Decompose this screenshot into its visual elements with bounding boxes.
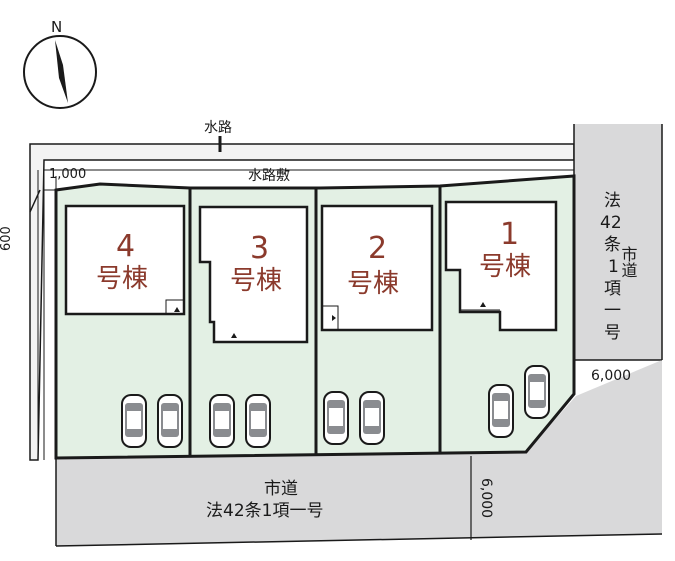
east-road-line2: 42 bbox=[600, 213, 622, 233]
east-road-line5: 項 bbox=[604, 279, 621, 299]
lot-2-suffix: 号棟 bbox=[347, 269, 399, 299]
car-icon bbox=[488, 384, 514, 438]
east-road-line1: 法 bbox=[604, 191, 621, 211]
building-3 bbox=[198, 205, 309, 344]
lot-4-number: 4 bbox=[116, 229, 135, 264]
lot-3-number: 3 bbox=[250, 231, 269, 266]
car-icon bbox=[121, 394, 147, 448]
lot-1-number: 1 bbox=[500, 217, 519, 252]
building-4 bbox=[64, 204, 186, 316]
car-icon bbox=[157, 394, 183, 448]
south-road bbox=[55, 360, 663, 547]
east-road-line4: 1 bbox=[608, 257, 619, 277]
east-road-label: 法 42 条 1 項 一 号 市道 bbox=[600, 191, 638, 343]
lot-2: 2 号棟 bbox=[320, 204, 434, 445]
car-icon bbox=[323, 391, 349, 445]
lot-3: 3 号棟 bbox=[198, 205, 309, 448]
lot-2-number: 2 bbox=[368, 231, 387, 266]
dimension-left-offset: 600 bbox=[0, 226, 14, 251]
lot-4: 4 号棟 bbox=[64, 204, 186, 448]
lot-1: 1 号棟 bbox=[444, 200, 558, 438]
south-road-line2: 法42条1項一号 bbox=[206, 501, 323, 521]
site-lots bbox=[54, 174, 576, 460]
dimension-markers bbox=[29, 176, 662, 540]
north-label: N bbox=[51, 18, 62, 36]
car-icon bbox=[359, 391, 385, 445]
building-1 bbox=[444, 200, 558, 332]
waterway-site-label: 水路敷 bbox=[248, 168, 290, 184]
east-road-line3: 条 bbox=[604, 235, 621, 255]
lot-1-suffix: 号棟 bbox=[479, 252, 531, 282]
lot-4-suffix: 号棟 bbox=[96, 264, 148, 294]
east-road-side-text: 市道 bbox=[619, 246, 638, 278]
north-arrow-icon: N bbox=[23, 18, 97, 109]
east-road-line7: 号 bbox=[604, 323, 621, 343]
east-road-line6: 一 bbox=[604, 301, 621, 321]
dimension-east-road-width: 6,000 bbox=[591, 368, 631, 384]
lot-3-suffix: 号棟 bbox=[230, 266, 282, 296]
car-icon bbox=[209, 394, 235, 448]
dimension-south-road-width: 6,000 bbox=[478, 478, 494, 518]
car-icon bbox=[245, 394, 271, 448]
south-road-line1: 市道 bbox=[264, 479, 298, 499]
building-2 bbox=[320, 204, 434, 332]
dimension-top-left-width: 1,000 bbox=[49, 167, 86, 182]
car-icon bbox=[524, 365, 550, 419]
waterway-label: 水路 bbox=[204, 120, 232, 136]
